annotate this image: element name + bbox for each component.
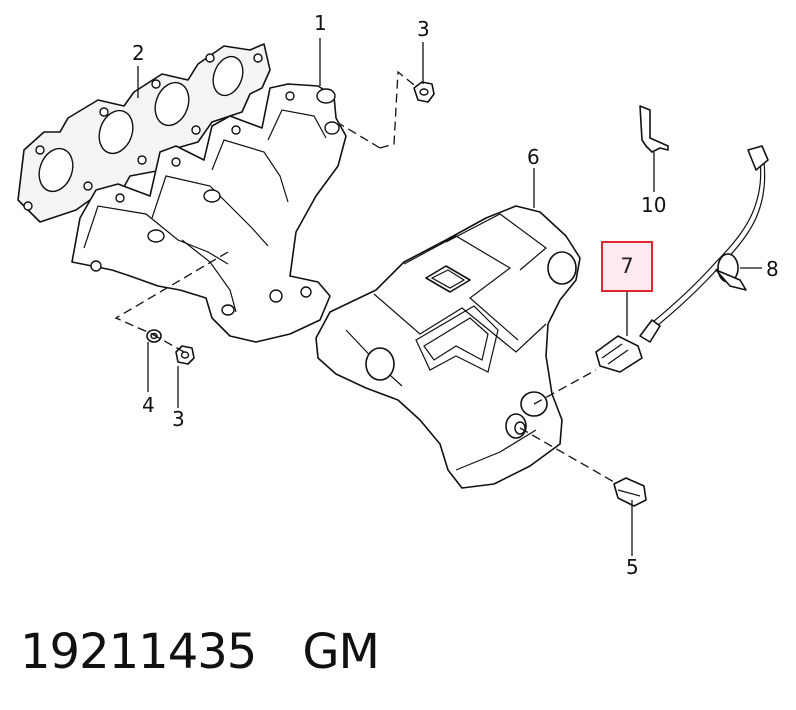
callout-5: 5 (626, 555, 639, 579)
highlighted-callout-box (601, 241, 653, 292)
callout-7-highlighted: 7 (620, 254, 634, 278)
callout-8: 8 (766, 257, 779, 281)
bracket (639, 105, 669, 153)
callout-10: 10 (641, 193, 666, 217)
footer: 19211435 GM (20, 622, 380, 682)
cable-clip (715, 253, 747, 291)
washer (146, 329, 162, 343)
callout-6: 6 (527, 145, 540, 169)
heat-shield (315, 205, 581, 489)
callout-3-bottom: 3 (172, 407, 185, 431)
bolt (613, 477, 647, 507)
manifold-gasket (17, 43, 271, 223)
callout-numbers: 1 2 3 4 3 5 6 8 10 (132, 11, 779, 579)
callout-1: 1 (314, 11, 327, 35)
brand-label: GM (302, 624, 380, 680)
callout-leaders (137, 38, 762, 556)
callout-4: 4 (142, 393, 155, 417)
callout-3-top: 3 (417, 17, 430, 41)
callout-2: 2 (132, 41, 145, 65)
assembly-lines (114, 70, 615, 483)
nut-bottom (175, 345, 195, 365)
oxygen-sensor (595, 145, 769, 373)
part-number: 19211435 (20, 624, 257, 680)
exhaust-manifold (71, 83, 347, 343)
nut-top (413, 81, 435, 103)
